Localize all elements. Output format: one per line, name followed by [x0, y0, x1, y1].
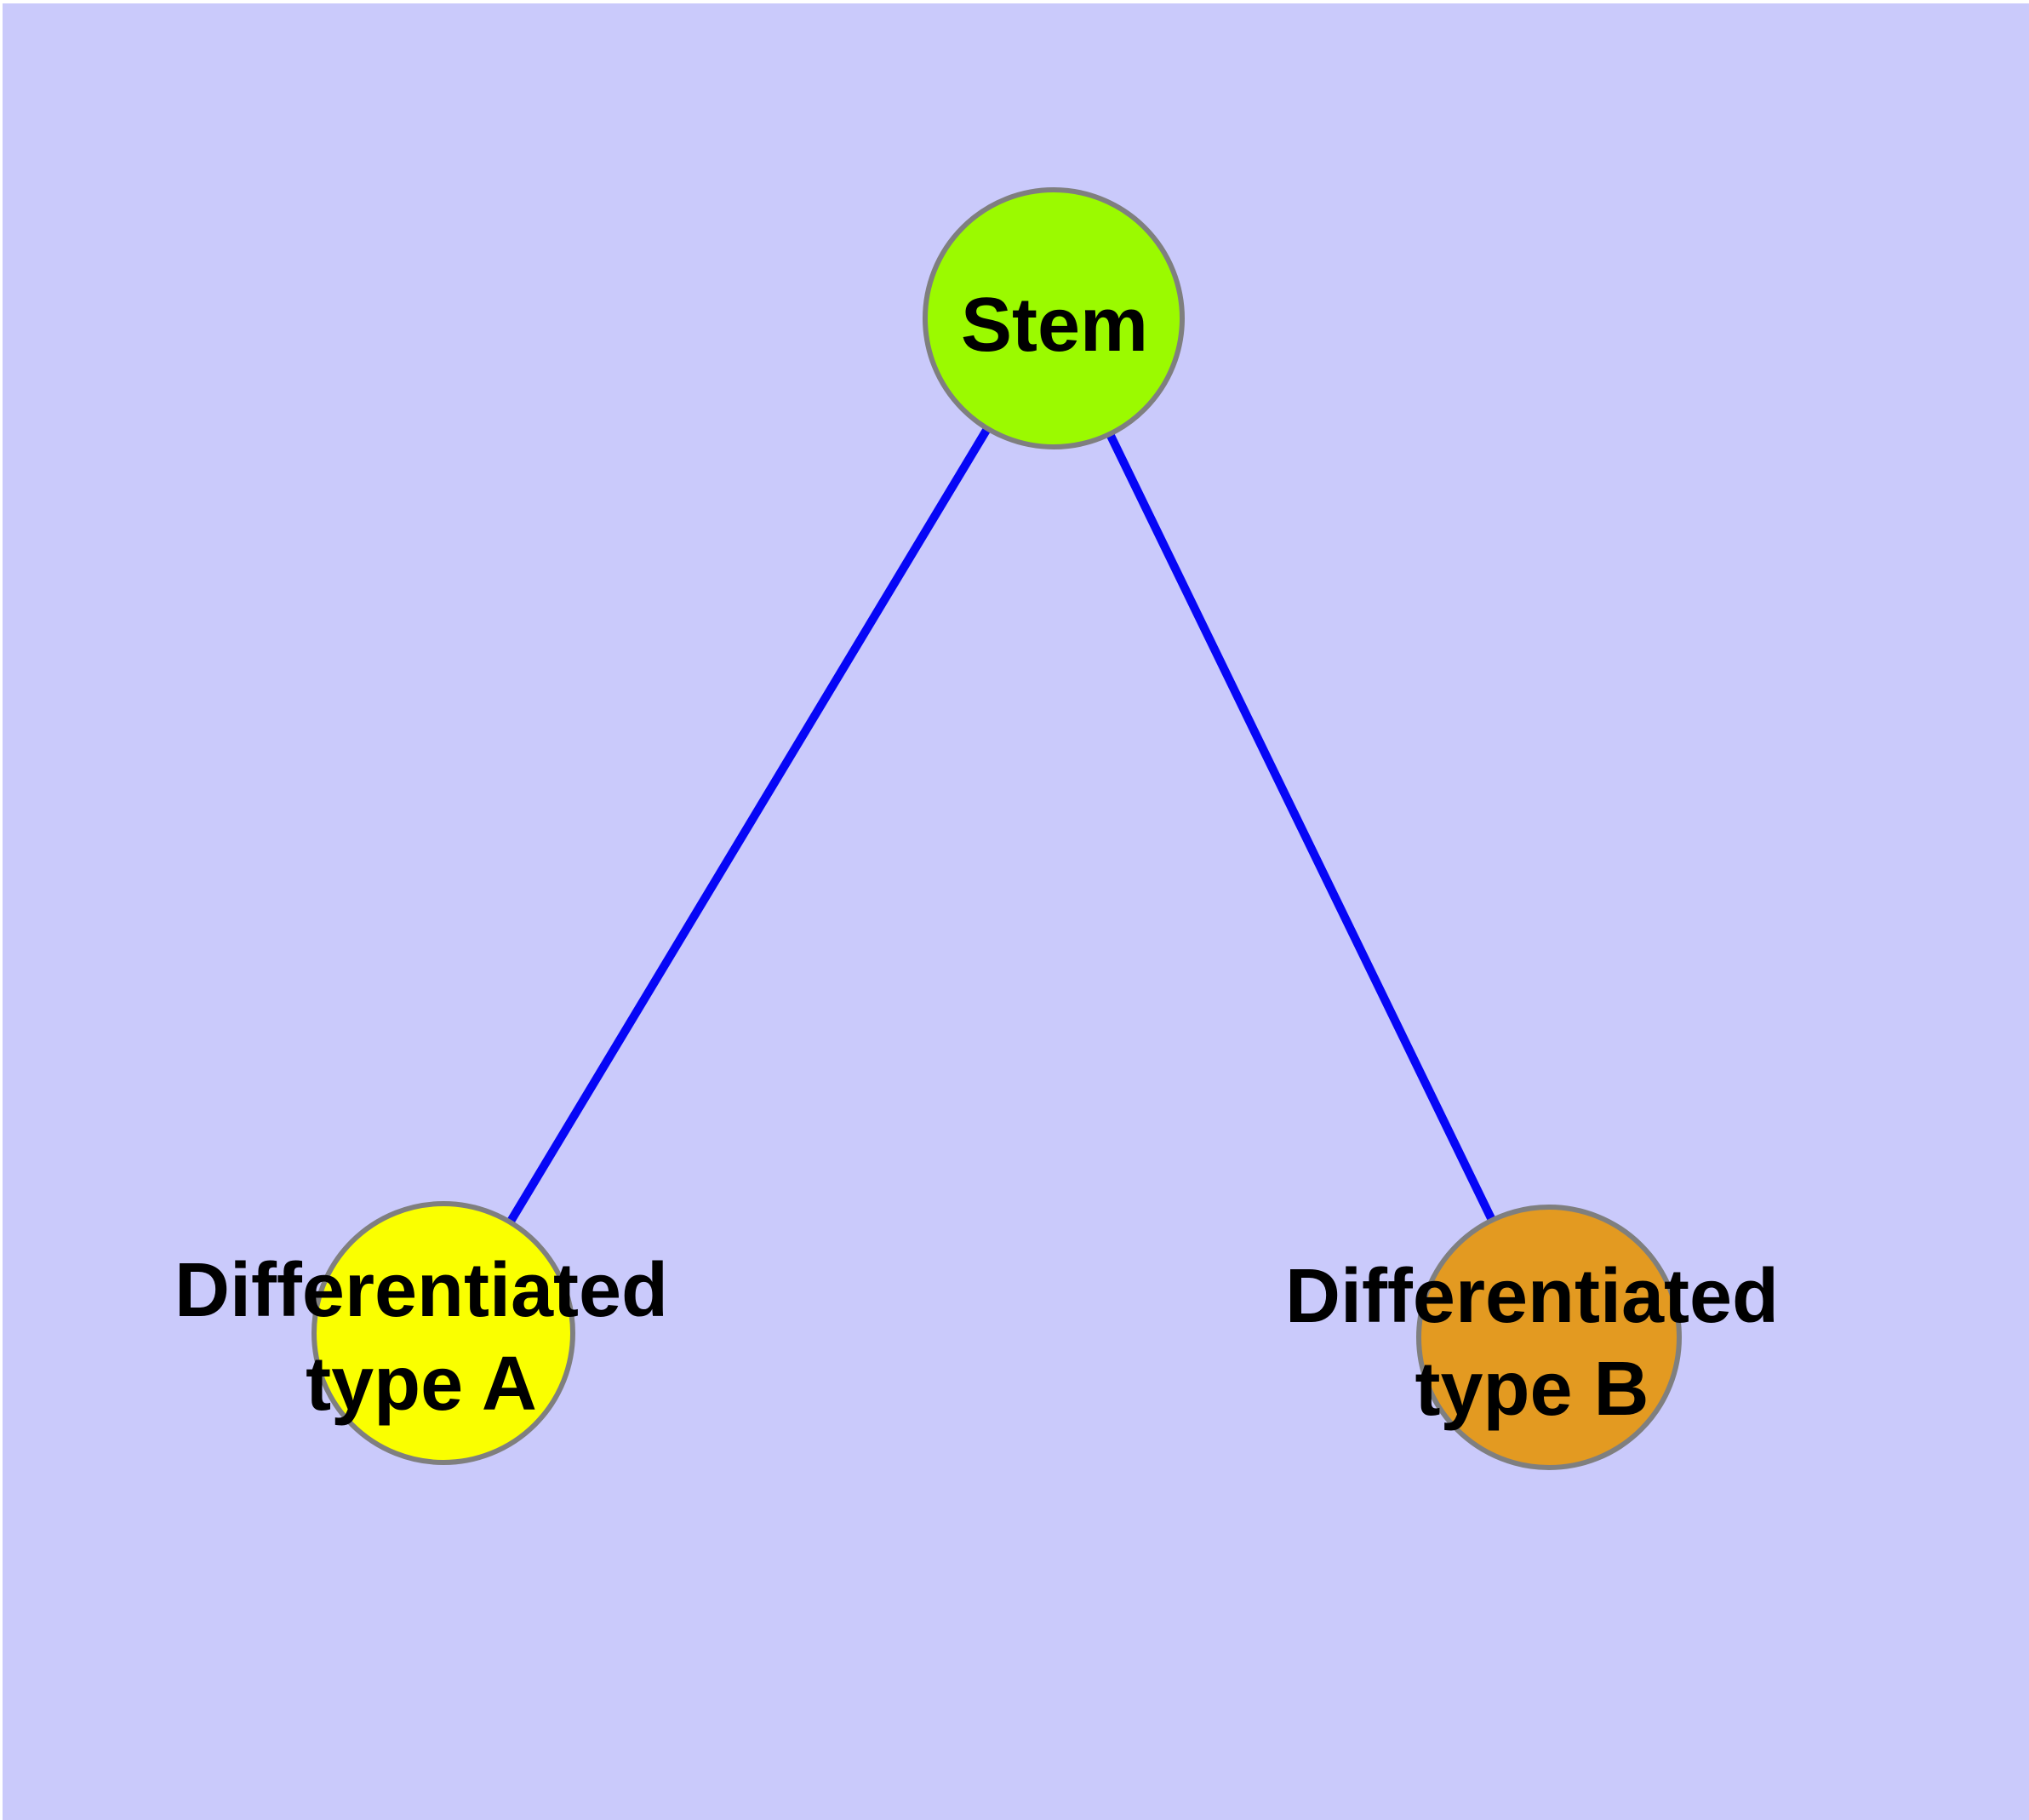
node-type-b-circle	[1416, 1205, 1682, 1470]
node-type-a-label-line-1: Differentiated	[174, 1248, 668, 1333]
node-type-a-label-line-2: type A	[306, 1342, 537, 1427]
edge-stem-to-type-a	[439, 316, 1058, 1336]
edges	[439, 316, 1553, 1340]
edge-stem-to-type-b	[1049, 316, 1553, 1340]
node-stem-label: Stem	[961, 283, 1148, 368]
node-type-a-circle	[311, 1201, 575, 1465]
node-type-b-label-line-2: type B	[1415, 1347, 1649, 1432]
node-type-b-label-line-1: Differentiated	[1285, 1254, 1779, 1339]
node-stem: Stem	[923, 187, 1185, 449]
node-type-b: Differentiated type B	[1285, 1205, 1779, 1470]
node-type-a: Differentiated type A	[174, 1201, 668, 1465]
node-stem-circle	[923, 187, 1185, 449]
